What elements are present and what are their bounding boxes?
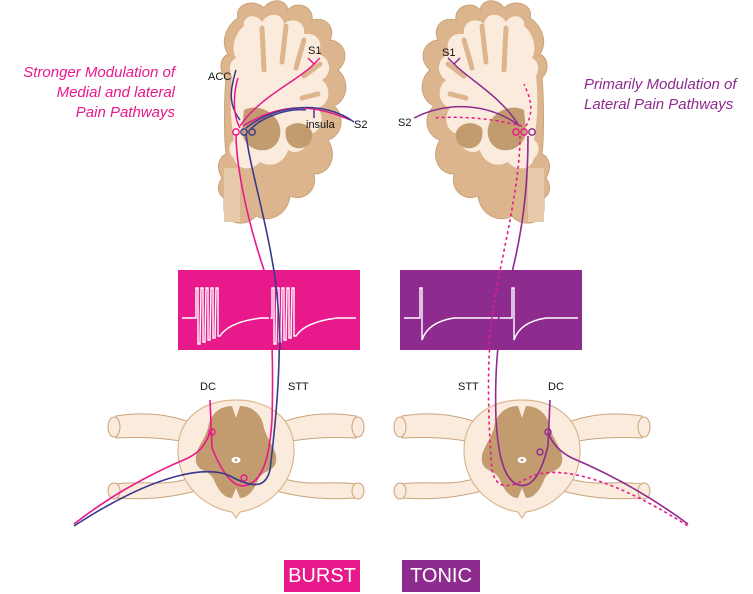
- caption-right-line-1: Primarily Modulation of: [584, 75, 753, 95]
- label-acc: ACC: [208, 71, 231, 83]
- label-dc-right: DC: [548, 381, 564, 393]
- label-s1-left: S1: [308, 45, 321, 57]
- tonic-legend-badge: TONIC: [402, 560, 480, 592]
- label-s2-left: S2: [354, 119, 367, 131]
- label-stt-left: STT: [288, 381, 309, 393]
- label-s2-right: S2: [398, 117, 411, 129]
- right-spinal-cord: [394, 400, 650, 518]
- left-spinal-cord: [108, 400, 364, 518]
- burst-legend-badge: BURST: [284, 560, 360, 592]
- caption-left-line-3: Pain Pathways: [0, 103, 175, 123]
- label-s1-right: S1: [442, 47, 455, 59]
- caption-left-line-1: Stronger Modulation of: [0, 63, 175, 83]
- caption-right: Primarily Modulation of Lateral Pain Pat…: [584, 75, 753, 115]
- caption-left-line-2: Medial and lateral: [0, 83, 175, 103]
- caption-left: Stronger Modulation of Medial and latera…: [0, 63, 175, 123]
- tonic-waveform-panel: [400, 270, 582, 350]
- label-dc-left: DC: [200, 381, 216, 393]
- label-stt-right: STT: [458, 381, 479, 393]
- caption-right-line-2: Lateral Pain Pathways: [584, 95, 753, 115]
- label-insula: insula: [306, 119, 336, 131]
